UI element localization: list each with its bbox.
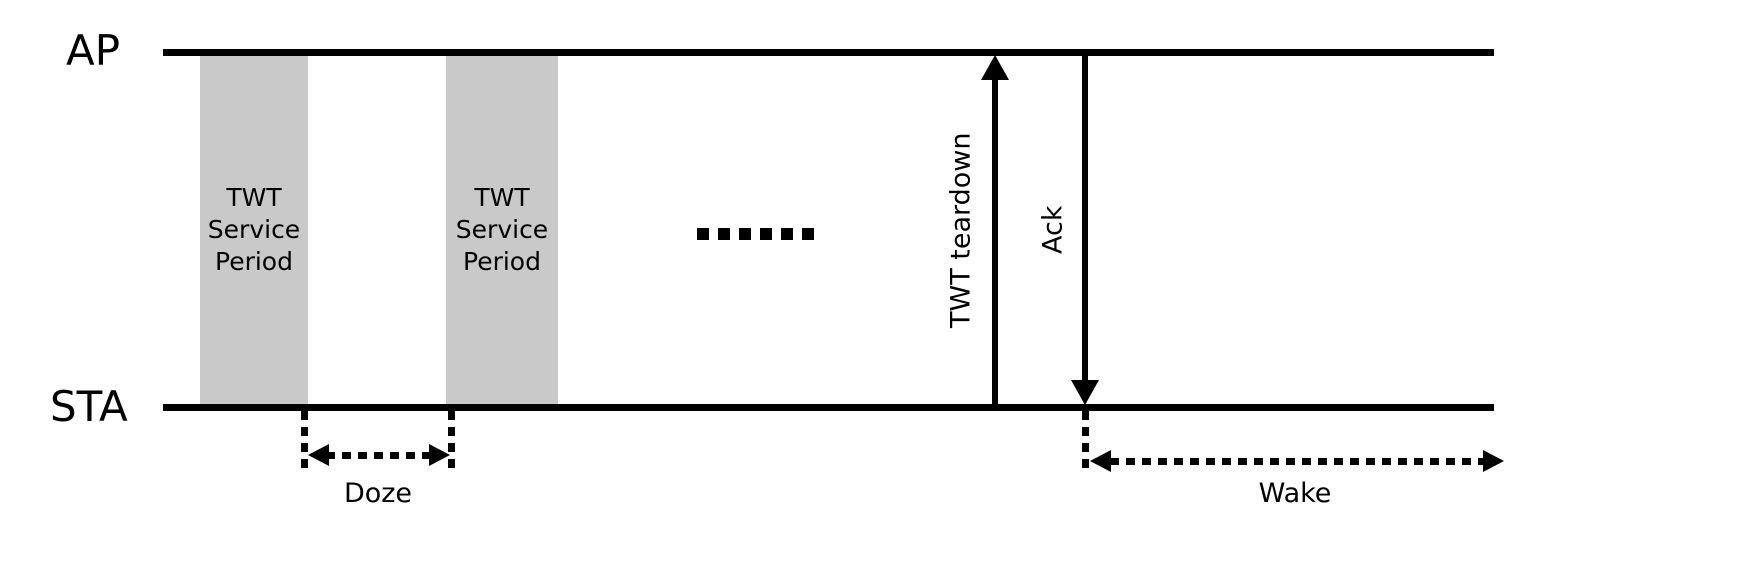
doze-arrow-line [326, 452, 430, 459]
twt-teardown-arrow-line [992, 66, 998, 405]
doze-arrowhead-right-icon [429, 444, 450, 466]
wake-arrowhead-right-icon [1483, 450, 1504, 472]
doze-left-tick [301, 411, 308, 469]
twt-teardown-arrowhead-up-icon [981, 55, 1009, 80]
sta-label: STA [50, 382, 128, 431]
wake-left-tick [1082, 411, 1089, 469]
ack-label: Ack [1037, 205, 1069, 255]
ack-arrowhead-down-icon [1071, 380, 1099, 405]
ap-label: AP [66, 26, 121, 75]
sta-timeline [163, 404, 1494, 411]
doze-arrowhead-left-icon [308, 444, 329, 466]
doze-label: Doze [343, 478, 413, 509]
twt-service-period-label-1: TWT Service Period [207, 183, 301, 276]
twt-teardown-label: TWT teardown [945, 132, 977, 328]
twt-service-period-block-1: TWT Service Period [200, 56, 308, 404]
ack-arrow-line [1082, 56, 1088, 386]
twt-service-period-label-2: TWT Service Period [455, 183, 549, 276]
wake-arrowhead-left-icon [1090, 450, 1111, 472]
ellipsis-dots [697, 228, 814, 240]
wake-arrow-line [1110, 458, 1484, 465]
doze-right-tick [448, 411, 455, 469]
wake-label: Wake [1258, 478, 1332, 509]
twt-service-period-block-2: TWT Service Period [446, 56, 558, 404]
ap-timeline [163, 49, 1494, 56]
